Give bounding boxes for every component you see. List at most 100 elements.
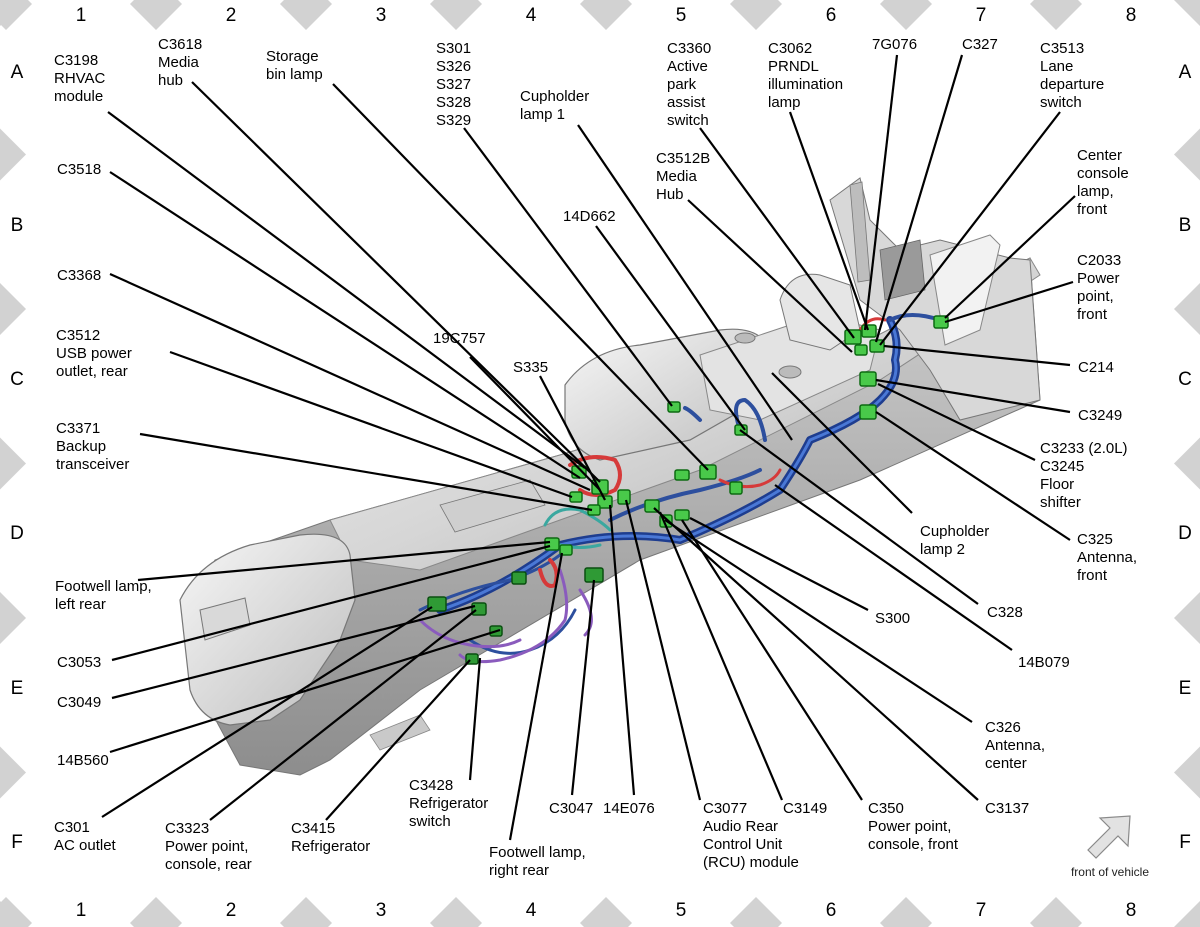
callout-line: front: [1077, 567, 1108, 584]
callout-line: C3077: [703, 800, 747, 817]
connector: [699, 464, 717, 480]
connector: [544, 537, 560, 551]
connector: [597, 495, 613, 509]
callout-line: lamp 2: [920, 541, 965, 558]
border-diamond: [280, 0, 332, 30]
callout-line: S301: [436, 40, 471, 57]
connector: [674, 509, 690, 521]
callout-s335: S335: [513, 359, 548, 376]
callout-line: module: [54, 88, 103, 105]
harness-blue-branch: [608, 313, 942, 522]
grid-col-label: 8: [1126, 900, 1137, 921]
border-diamond: [0, 592, 26, 644]
callout-line: Cupholder: [920, 523, 989, 540]
callout-14b079: 14B079: [1018, 654, 1070, 671]
callout-line: Backup: [56, 438, 106, 455]
grid-row-label: E: [1179, 678, 1192, 699]
callout-line: C328: [987, 604, 1023, 621]
grid-col-label: 4: [526, 900, 537, 921]
callout-line: park: [667, 76, 697, 93]
callout-line: S327: [436, 76, 471, 93]
grid-left-letters: A B C D E F: [10, 62, 24, 853]
callout-line: departure: [1040, 76, 1104, 93]
callout-line: lamp,: [1077, 183, 1114, 200]
callout-line: C3368: [57, 267, 101, 284]
grid-row-label: C: [10, 369, 24, 390]
border-diamond: [1174, 128, 1200, 181]
callout-line: center: [985, 755, 1027, 772]
callout-line: shifter: [1040, 494, 1081, 511]
border-diamond: [0, 437, 26, 490]
callout-line: Antenna,: [1077, 549, 1137, 566]
connector: [471, 602, 487, 616]
callout-14e076: 14E076: [603, 800, 655, 817]
callout-line: C3245: [1040, 458, 1084, 475]
callout-line: Storage: [266, 48, 319, 65]
callout-line: S300: [875, 610, 910, 627]
callout-line: outlet, rear: [56, 363, 128, 380]
callout-line: console, front: [868, 836, 959, 853]
border-diamond: [0, 901, 26, 927]
callout-line: C3233 (2.0L): [1040, 440, 1128, 457]
callout-c327: C327: [962, 36, 998, 53]
border-diamond: [880, 0, 932, 30]
callout-line: Media: [656, 168, 698, 185]
callout-line: Footwell lamp,: [55, 578, 152, 595]
callout-line: C3518: [57, 161, 101, 178]
callout-line: switch: [1040, 94, 1082, 111]
grid-col-label: 7: [976, 900, 987, 921]
callout-footwell-lamp-left: Footwell lamp,left rear: [55, 578, 152, 613]
grid-right-letters: A B C D E F: [1178, 62, 1192, 853]
grid-row-label: D: [10, 523, 24, 544]
callout-line: C3513: [1040, 40, 1084, 57]
callout-line: AC outlet: [54, 837, 117, 854]
callout-line: right rear: [489, 862, 549, 879]
callout-line: S326: [436, 58, 471, 75]
callout-line: C350: [868, 800, 904, 817]
callout-line: assist: [667, 94, 706, 111]
grid-row-label: B: [1179, 215, 1192, 236]
callout-line: C3428: [409, 777, 453, 794]
callout-c3047: C3047: [549, 800, 593, 817]
callout-line: C3047: [549, 800, 593, 817]
border-diamond: [580, 0, 632, 30]
grid-col-label: 4: [526, 5, 537, 26]
callout-line: 14B560: [57, 752, 109, 769]
border-diamond: [1174, 0, 1200, 26]
callout-line: C326: [985, 719, 1021, 736]
border-diamond: [0, 0, 26, 26]
callout-line: Footwell lamp,: [489, 844, 586, 861]
grid-bottom-numbers: 1 2 3 4 5 6 7 8: [76, 900, 1137, 921]
callout-line: 14E076: [603, 800, 655, 817]
callout-line: Audio Rear: [703, 818, 778, 835]
front-of-vehicle-indicator: front of vehicle: [1071, 815, 1149, 879]
connector: [427, 596, 447, 612]
connector: [617, 489, 631, 505]
callout-line: Refrigerator: [291, 838, 370, 855]
grid-row-label: F: [11, 832, 23, 853]
grid-row-label: A: [1179, 62, 1192, 83]
border-diamond: [1174, 437, 1200, 490]
callout-line: C3249: [1078, 407, 1122, 424]
callout-footwell-lamp-right: Footwell lamp,right rear: [489, 844, 586, 879]
callout-line: Antenna,: [985, 737, 1045, 754]
callout-line: C3360: [667, 40, 711, 57]
border-diamond: [130, 897, 182, 927]
callout-line: front: [1077, 306, 1108, 323]
border-diamond: [430, 897, 482, 927]
callout-line: hub: [158, 72, 183, 89]
connector: [559, 544, 573, 556]
callout-line: 19C757: [433, 330, 486, 347]
connector: [859, 404, 877, 420]
callout-c328: C328: [987, 604, 1023, 621]
callout-c3249: C3249: [1078, 407, 1122, 424]
border-diamond: [730, 0, 782, 30]
connector: [861, 324, 877, 338]
callout-line: Center: [1077, 147, 1122, 164]
